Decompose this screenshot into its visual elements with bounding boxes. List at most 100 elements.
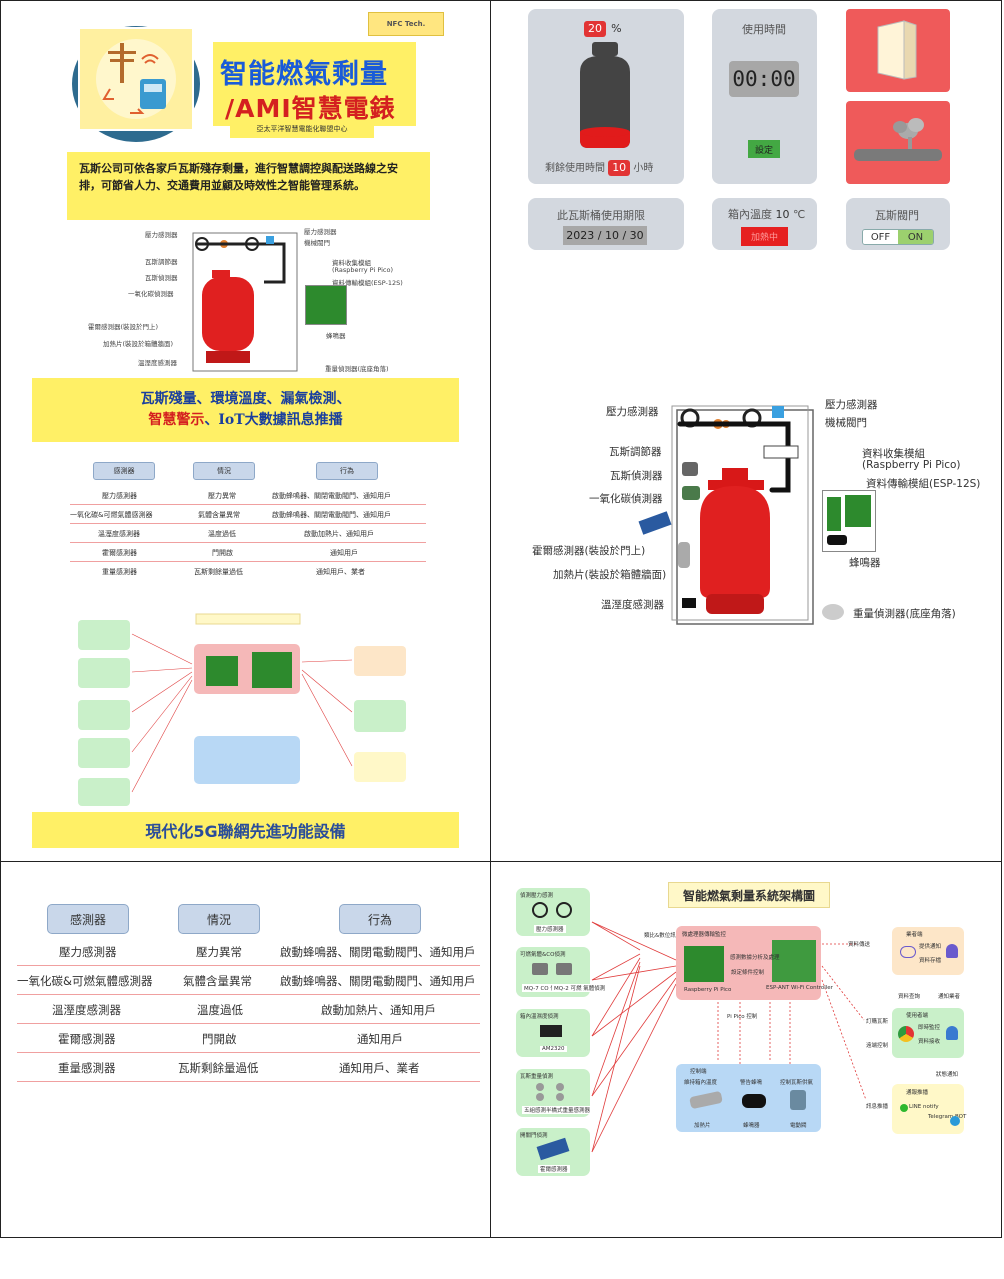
remaining-time: 剩餘使用時間 10 小時 (545, 159, 653, 176)
small-table-header-sensor: 感測器 (93, 462, 155, 480)
table-row: 霍爾感測器門開啟通知用戶 (17, 1024, 480, 1053)
control-device: 蜂鳴器 (743, 1123, 760, 1129)
pressure-sensor-icon (532, 902, 572, 918)
table-cell: 瓦斯剩餘量過低 (194, 568, 243, 576)
am2320-icon (540, 1025, 562, 1037)
table-row: 一氧化碳&可燃氣體感測器氣體含量異常啟動蜂鳴器、關閉電動閥門、通知用戶 (70, 505, 426, 524)
sensor-group-title: 偵測壓力感測 (520, 893, 554, 899)
grid-divider-horizontal (0, 861, 1002, 862)
sensor-group-gas: 可燃氣體&CO偵測 MQ-7 CO 偵測 MQ-2 可燃 氣體偵測 (516, 947, 608, 997)
table-cell: 溫溼度感測器 (52, 1003, 121, 1017)
table-row: 重量感測器瓦斯剩餘量過低通知用戶、業者 (17, 1053, 480, 1082)
user-title: 使用者端 (906, 1013, 929, 1019)
small-label-transmitter: 資料傳輸模組(ESP-12S) (332, 279, 403, 287)
grid-divider-vertical (490, 0, 491, 1238)
small-architecture-thumbnail (76, 612, 411, 808)
line-icon (900, 1104, 908, 1112)
usage-time-label: 使用時間 (742, 23, 786, 36)
label-heater: 加熱片(裝設於箱體牆面) (553, 569, 667, 581)
label-weight: 重量偵測器(底座角落) (853, 608, 956, 620)
sensor-group-caption: 霍爾感測器 (538, 1165, 570, 1173)
vendor-item: 提供通知 (919, 944, 942, 950)
small-label-co: 一氧化碳偵測器 (128, 290, 174, 298)
processor-item: 感測數據分析及處理 (730, 955, 780, 961)
table-cell: 一氧化碳&可燃氣體感測器 (17, 974, 153, 988)
valve-on[interactable]: ON (898, 230, 933, 244)
table-cell: 溫度過低 (208, 530, 236, 538)
door-open-icon (877, 20, 917, 80)
table-cell: 壓力感測器 (59, 945, 117, 959)
label-collector: 資料收集模組 (862, 448, 925, 460)
gas-percent-badge: 20 % (584, 17, 622, 37)
valve-label: 瓦斯閥門 (875, 209, 919, 222)
valve-off[interactable]: OFF (863, 230, 898, 244)
sensor-group-pressure: 偵測壓力感測 壓力感測器 (516, 888, 590, 936)
small-label-regulator: 瓦斯調節器 (145, 258, 178, 266)
table-row: 溫溼度感測器溫度過低啟動加熱片、通知用戶 (70, 524, 426, 543)
table-row: 溫溼度感測器溫度過低啟動加熱片、通知用戶 (17, 995, 480, 1024)
io-signal-label: 類比&數位訊號 (644, 933, 682, 939)
remaining-prefix: 剩餘使用時間 (545, 163, 605, 174)
pico-label: Raspberry Pi Pico (684, 987, 732, 993)
box-temp-value: 10 (775, 208, 790, 221)
bot-title: 通報推播 (906, 1090, 929, 1096)
small-label-weight: 重量偵測器(底座角落) (325, 365, 389, 373)
architecture-connectors (591, 921, 867, 1153)
label-regulator: 瓦斯調節器 (609, 446, 662, 458)
user-person-icon (946, 1026, 958, 1040)
table-row: 重量感測器瓦斯剩餘量過低通知用戶、業者 (70, 562, 426, 581)
weight-sensor-image (822, 604, 844, 620)
collector-board (822, 490, 876, 552)
control-item: 控制瓦斯供氣 (780, 1080, 814, 1086)
set-button[interactable]: 設定 (748, 140, 780, 158)
control-device: 加熱片 (694, 1123, 711, 1129)
table-row: 霍爾感測器門開啟通知用戶 (70, 543, 426, 562)
heating-button[interactable]: 加熱中 (741, 227, 788, 246)
table-cell: 霍爾感測器 (58, 1032, 116, 1046)
box-temp: 箱內溫度 10 ℃ (728, 206, 805, 222)
valve-toggle[interactable]: OFF ON (862, 229, 934, 245)
label-pressure-left: 壓力感測器 (606, 406, 659, 418)
table-cell: 氣體含量異常 (198, 511, 240, 519)
small-pi-board (305, 285, 347, 325)
grid-border-bottom (0, 1237, 1002, 1238)
gas-bottle-icon (580, 42, 630, 148)
usage-time-display: 00:00 (729, 61, 799, 97)
vendor-item: 資料存檔 (919, 958, 942, 964)
small-label-gas-detector: 瓦斯偵測器 (145, 274, 178, 282)
table-cell: 啟動加熱片、通知用戶 (304, 530, 374, 538)
heater-image (678, 542, 690, 568)
box-temp-unit: ℃ (793, 208, 806, 221)
label-co: 一氧化碳偵測器 (589, 493, 663, 505)
table-cell: 啟動蜂鳴器、關閉電動閥門、通知用戶 (280, 974, 476, 988)
table-row: 壓力感測器壓力異常啟動蜂鳴器、關閉電動閥門、通知用戶 (70, 486, 426, 505)
gas-leak-tile (846, 101, 950, 184)
nfc-tag: NFC Tech. (368, 12, 444, 36)
grid-border-top (0, 0, 1002, 1)
user-item: 即時監控 (918, 1025, 941, 1031)
esp-label: ESP-ANT Wi-Fi Controller (766, 985, 833, 991)
sensor-group-door: 開關門偵測 霍爾感測器 (516, 1128, 590, 1176)
small-table-header-situation: 情況 (193, 462, 255, 480)
sensor-group-title: 可燃氣體&CO偵測 (520, 952, 566, 958)
feature-line1: 瓦斯殘量、環境溫度、漏氣檢測、 (140, 391, 351, 407)
label-transmitter: 資料傳輸模組(ESP-12S) (866, 478, 981, 490)
order-label: 訂購瓦斯 (866, 1019, 889, 1025)
table-cell: 啟動加熱片、通知用戶 (321, 1003, 436, 1017)
sensor-group-title: 開關門偵測 (520, 1133, 548, 1139)
temp-sensor-image (682, 598, 696, 608)
label-hall: 霍爾感測器(裝設於門上) (532, 545, 646, 557)
expiry-date: 2023 / 10 / 30 (563, 226, 647, 245)
status-notify-label: 狀態通知 (936, 1072, 959, 1078)
table-header-action: 行為 (339, 904, 421, 934)
sensor-group-title: 箱內溫濕度偵測 (520, 1014, 559, 1020)
remaining-suffix: 小時 (633, 163, 654, 174)
push-label: 訊息推播 (866, 1104, 889, 1110)
small-cylinder-diagram (192, 232, 298, 372)
gas-level-card: 20 % 剩餘使用時間 10 小時 (528, 9, 684, 184)
utility-logo (78, 27, 194, 131)
label-buzzer: 蜂鳴器 (849, 557, 881, 569)
small-table-header-action: 行為 (316, 462, 378, 480)
table-row: 一氧化碳&可燃氣體感測器氣體含量異常啟動蜂鳴器、關閉電動閥門、通知用戶 (17, 966, 480, 995)
control-title: 控制端 (690, 1069, 707, 1075)
